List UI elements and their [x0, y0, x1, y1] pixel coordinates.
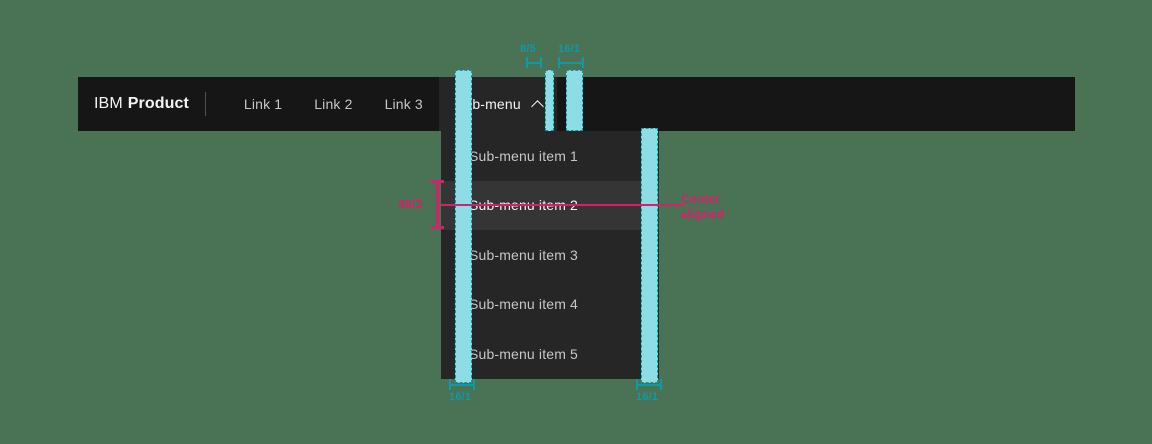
submenu-item-5[interactable]: Sub-menu item 5 [441, 329, 659, 379]
nav-link-1[interactable]: Link 1 [228, 77, 298, 131]
brand-name: Product [127, 95, 189, 112]
nav-link-3-label: Link 3 [384, 96, 423, 112]
nav-link-2[interactable]: Link 2 [298, 77, 368, 131]
dimension-marker-dropdown-padding-left [449, 379, 475, 390]
dimension-label-dropdown-padding-right: 16/1 [636, 391, 659, 403]
chevron-up-icon [531, 97, 545, 111]
dimension-label-trigger-padding-right: 16/1 [558, 43, 581, 55]
submenu-item-2[interactable]: Sub-menu item 2 [441, 180, 659, 230]
dimension-label-dropdown-padding-left: 16/1 [449, 391, 472, 403]
submenu-item-4-label: Sub-menu item 4 [469, 296, 579, 313]
dimension-marker-trigger-padding-right [558, 57, 584, 68]
dimension-marker-dropdown-padding-right [636, 379, 662, 390]
submenu-item-1-label: Sub-menu item 1 [469, 147, 579, 164]
brand-logo[interactable]: IBM Product [78, 77, 205, 131]
center-alignment-note-line2: aligned [681, 207, 725, 221]
header-nav: Link 1 Link 2 Link 3 Sub-menu [228, 77, 557, 131]
nav-submenu-trigger-label: Sub-menu [454, 96, 521, 112]
submenu-dropdown: Sub-menu item 1 Sub-menu item 2 Sub-menu… [441, 131, 659, 379]
dimension-marker-item-height [431, 180, 444, 229]
nav-link-3[interactable]: Link 3 [369, 77, 439, 131]
dimension-label-trigger-gap: 8/5 [520, 43, 536, 55]
submenu-item-1[interactable]: Sub-menu item 1 [441, 131, 659, 181]
nav-link-2-label: Link 2 [314, 96, 353, 112]
center-alignment-note: Center aligned [681, 192, 724, 222]
submenu-item-4[interactable]: Sub-menu item 4 [441, 280, 659, 330]
global-header: IBM Product Link 1 Link 2 Link 3 Sub-men… [78, 77, 1075, 131]
center-alignment-note-line1: Center [681, 192, 721, 206]
brand-divider [204, 92, 206, 116]
nav-link-1-label: Link 1 [243, 96, 283, 112]
dimension-marker-trigger-gap [526, 57, 542, 68]
dimension-label-item-height: 48/3 [398, 197, 423, 211]
submenu-item-3[interactable]: Sub-menu item 3 [441, 230, 659, 280]
submenu-item-3-label: Sub-menu item 3 [469, 246, 579, 263]
brand-prefix: IBM [94, 95, 123, 112]
submenu-item-2-label: Sub-menu item 2 [469, 197, 579, 214]
nav-submenu-trigger[interactable]: Sub-menu [438, 77, 557, 131]
submenu-item-5-label: Sub-menu item 5 [469, 345, 579, 362]
